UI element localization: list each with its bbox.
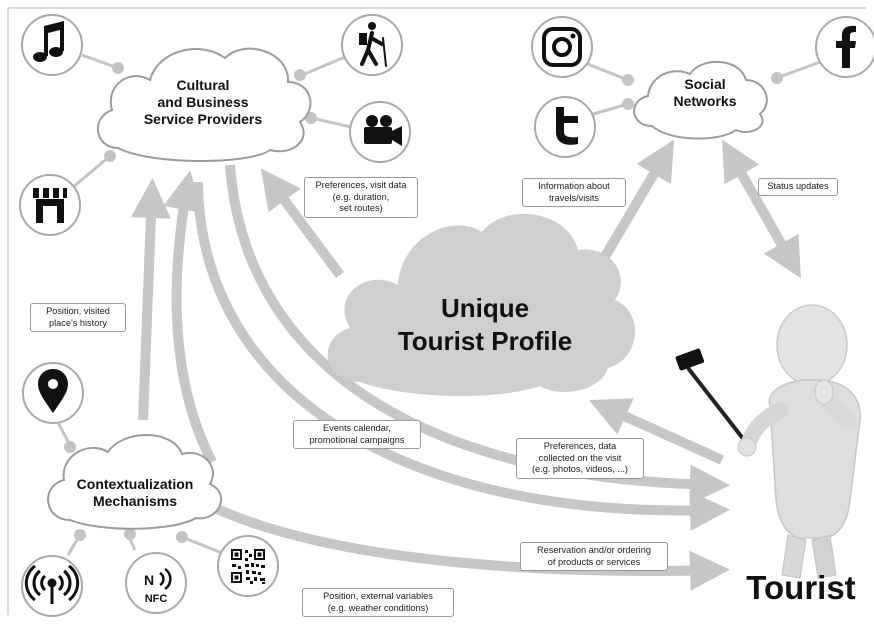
tourist-label: Tourist (746, 569, 856, 606)
arrow-events-to-providers (163, 170, 217, 465)
qr-code-icon (231, 549, 265, 584)
wireless-icon (24, 564, 80, 604)
instagram-icon (542, 27, 582, 67)
label-reservation: Reservation and/or ordering of products … (520, 542, 668, 571)
nfc-icon: N NFC (144, 567, 172, 605)
arrow-tourist-to-profile (589, 398, 725, 465)
providers-cloud (96, 47, 312, 162)
label-prefs-visit: Preferences, visit data (e.g. duration, … (304, 177, 418, 218)
hiker-icon (359, 22, 387, 67)
arrow-profile-to-social (595, 139, 675, 268)
label-prefs-collected: Preferences, data collected on the visit… (516, 438, 644, 479)
frame-border (7, 7, 866, 615)
svg-text:N: N (144, 572, 154, 588)
arrow-social-tourist (722, 139, 801, 279)
context-cloud-text: Contextualization Mechanisms (76, 476, 194, 510)
video-camera-icon (364, 115, 402, 146)
icon-connectors (53, 53, 821, 556)
label-position-history: Position, visited place's history (30, 303, 126, 332)
label-info-travels: Information about travels/visits (522, 178, 626, 207)
twitter-icon (556, 107, 578, 145)
music-icon (33, 21, 64, 62)
connector-qr (181, 535, 223, 555)
label-position-external: Position, external variables (e.g. weath… (302, 588, 454, 617)
arrow-context-to-providers (130, 178, 171, 421)
connector-twitter (589, 102, 629, 117)
profile-cloud (327, 213, 635, 397)
connector-hiker (301, 53, 351, 77)
arrow-profile-to-providers (260, 168, 345, 278)
connector-dots (64, 62, 783, 543)
label-events-calendar: Events calendar, promotional campaigns (293, 420, 421, 449)
providers-cloud-text: Cultural and Business Service Providers (143, 77, 263, 128)
facebook-icon (836, 25, 856, 68)
social-cloud-text: Social Networks (673, 76, 737, 110)
shop-icon (33, 188, 67, 223)
nfc-text: NFC (145, 593, 168, 605)
connector-shop (71, 154, 111, 190)
connector-instagram (584, 61, 629, 82)
connector-music (81, 53, 119, 70)
connector-facebook (776, 60, 821, 80)
label-status-updates: Status updates (758, 178, 838, 196)
profile-cloud-text: Unique Tourist Profile (397, 293, 573, 356)
location-pin-icon (38, 369, 68, 413)
context-cloud (47, 434, 223, 530)
tourist-figure (675, 304, 861, 579)
social-cloud (633, 61, 768, 140)
connector-camera (311, 116, 356, 130)
